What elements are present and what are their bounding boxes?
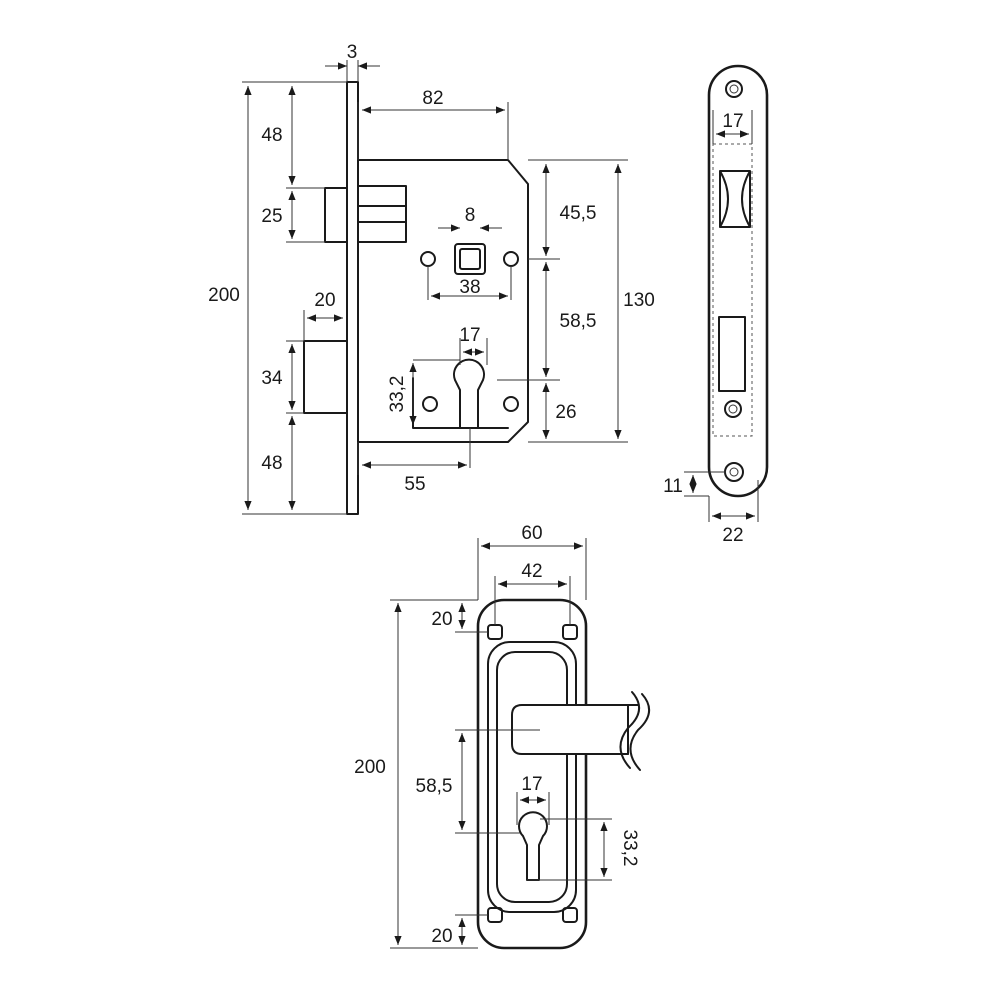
handle-plate-extension-lines: [390, 538, 612, 949]
lock-case: [357, 159, 529, 443]
mortise-lock-view: [303, 81, 529, 515]
lever-break-line-2: [629, 693, 650, 771]
deadbolt: [303, 340, 348, 414]
dim-handle-plate-height: 200: [354, 757, 386, 778]
dim-latch-offset: 48: [261, 125, 282, 146]
dim-body-top-to-spindle: 45,5: [560, 203, 597, 224]
dim-screw-offset: 11: [663, 476, 683, 497]
dim-backset-depth: 82: [422, 88, 443, 109]
deadbolt-slot: [718, 316, 746, 392]
plate-hole-top-left: [487, 624, 503, 640]
dim-spindle-to-cylinder: 58,5: [560, 311, 597, 332]
faceplate-top-screw: [725, 80, 743, 98]
mortise-extension-lines: [242, 60, 628, 515]
dim-slot-width: 17: [722, 111, 743, 132]
faceplate-outline: [707, 64, 769, 498]
cylinder-screw-hole-right: [503, 396, 519, 412]
handle-plate-view: [476, 598, 650, 950]
lock-faceplate: [346, 81, 359, 515]
cylinder-cutout: [453, 358, 485, 429]
plate-hole-top-right: [562, 624, 578, 640]
dim-deadbolt-height: 34: [261, 368, 283, 389]
handle-plate-outline: [476, 598, 588, 950]
dim-hole-spacing: 42: [521, 561, 542, 582]
handle-cylinder-cutout: [518, 811, 548, 881]
handle-plate-dimension-lines: [394, 542, 608, 945]
spindle-square: [459, 248, 481, 270]
faceplate-view: [707, 64, 769, 498]
handle-plate-recess-outer: [487, 641, 577, 913]
plate-hole-bottom-right: [562, 907, 578, 923]
dim-bottom-hole-offset: 20: [431, 926, 452, 947]
faceplate-bottom-screw: [724, 462, 744, 482]
dim-spindle-square: 8: [465, 205, 476, 226]
lever-break-line-1: [619, 691, 640, 769]
dim-plate-width: 22: [722, 525, 743, 546]
mortise-dimension-labels: 3 82 48 25 200 20 34 48 8 38 45,5 58,5 1…: [208, 42, 655, 495]
dim-faceplate-thickness: 3: [347, 42, 358, 63]
latch-bolt: [324, 187, 348, 243]
dim-backset: 55: [404, 474, 425, 495]
dim-deadbolt-projection: 20: [314, 290, 335, 311]
faceplate-inner-outline: [712, 143, 753, 437]
dim-deadbolt-to-bottom: 48: [261, 453, 282, 474]
faceplate-dimensions: 17 11 22: [663, 110, 759, 546]
dim-body-height: 130: [623, 290, 655, 311]
handle-plate-recess-inner: [496, 651, 568, 903]
dim-latch-height: 25: [261, 206, 282, 227]
dim-screw-spacing: 38: [459, 277, 480, 298]
case-screw-hole-left: [420, 251, 436, 267]
cylinder-screw-hole-left: [422, 396, 438, 412]
dim-cylinder-to-bottom: 26: [555, 402, 576, 423]
handle-plate-dimension-labels: 60 42 20 200 58,5 17 33,2 20: [354, 523, 640, 947]
dim-cylinder-width: 17: [459, 325, 480, 346]
dim-lock-total-height: 200: [208, 285, 240, 306]
spindle-hub: [454, 243, 486, 275]
dim-handle-cylinder-height: 33,2: [619, 830, 640, 867]
case-screw-hole-right: [503, 251, 519, 267]
dim-top-hole-offset: 20: [431, 609, 452, 630]
latch-slot: [719, 170, 751, 228]
dim-handle-to-cylinder: 58,5: [416, 776, 453, 797]
dim-handle-plate-width: 60: [521, 523, 542, 544]
dim-cylinder-height: 33,2: [387, 376, 408, 413]
faceplate-middle-screw: [724, 400, 742, 418]
dim-handle-cylinder-width: 17: [521, 774, 542, 795]
latch-bolt-tail: [357, 185, 407, 243]
mortise-dimension-lines: [244, 62, 622, 510]
